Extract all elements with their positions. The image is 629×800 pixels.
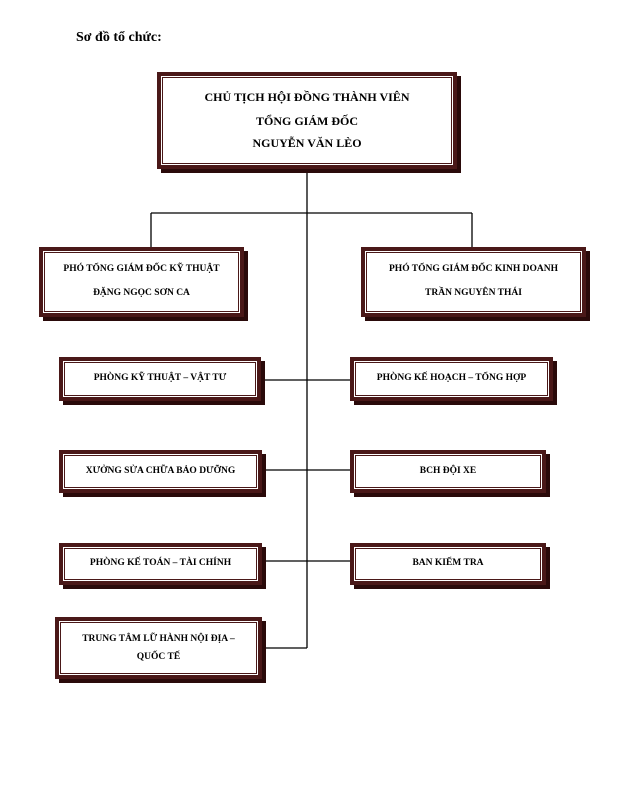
general-director-title: TỔNG GIÁM ĐỐC [256, 114, 358, 128]
accounting-finance-label: PHÒNG KẾ TOÁN – TÀI CHÍNH [89, 558, 232, 569]
deputy-business-name: TRẦN NGUYÊN THÁI [425, 288, 522, 298]
technical-supplies-label: PHÒNG KỸ THUẬT – VẬT TƯ [93, 373, 227, 384]
planning-general-box: PHÒNG KẾ HOẠCH – TỔNG HỢP [350, 357, 553, 401]
deputy-technical-name: ĐẶNG NGỌC SƠN CA [93, 288, 190, 298]
inspection-board-box: BAN KIỂM TRA [350, 543, 546, 585]
repair-workshop-box: XƯỞNG SỬA CHỮA BẢO DƯỠNG [59, 450, 262, 493]
repair-workshop-label: XƯỞNG SỬA CHỮA BẢO DƯỠNG [85, 465, 236, 476]
deputy-technical-title: PHÓ TỔNG GIÁM ĐỐC KỸ THUẬT [63, 264, 220, 275]
planning-general-label: PHÒNG KẾ HOẠCH – TỔNG HỢP [376, 373, 527, 384]
accounting-finance-box: PHÒNG KẾ TOÁN – TÀI CHÍNH [59, 543, 262, 585]
fleet-command-label: BCH ĐỘI XE [419, 465, 477, 476]
diagram-heading: Sơ đồ tổ chức: [76, 30, 162, 45]
deputy-business-title: PHÓ TỔNG GIÁM ĐỐC KINH DOANH [389, 264, 558, 275]
deputy-business-box: PHÓ TỔNG GIÁM ĐỐC KINH DOANH TRẦN NGUYÊN… [361, 247, 586, 317]
chairman-title: CHỦ TỊCH HỘI ĐỒNG THÀNH VIÊN [204, 90, 410, 104]
fleet-command-box: BCH ĐỘI XE [350, 450, 546, 493]
inspection-board-label: BAN KIỂM TRA [412, 558, 484, 569]
chairman-box: CHỦ TỊCH HỘI ĐỒNG THÀNH VIÊN TỔNG GIÁM Đ… [157, 72, 457, 169]
travel-center-label: TRUNG TÂM LỮ HÀNH NỘI ĐỊA – QUỐC TẾ [82, 633, 235, 662]
travel-center-box: TRUNG TÂM LỮ HÀNH NỘI ĐỊA – QUỐC TẾ [55, 617, 262, 679]
deputy-technical-box: PHÓ TỔNG GIÁM ĐỐC KỸ THUẬT ĐẶNG NGỌC SƠN… [39, 247, 244, 317]
technical-supplies-box: PHÒNG KỸ THUẬT – VẬT TƯ [59, 357, 261, 401]
chairman-name: NGUYỄN VĂN LÈO [252, 136, 362, 150]
